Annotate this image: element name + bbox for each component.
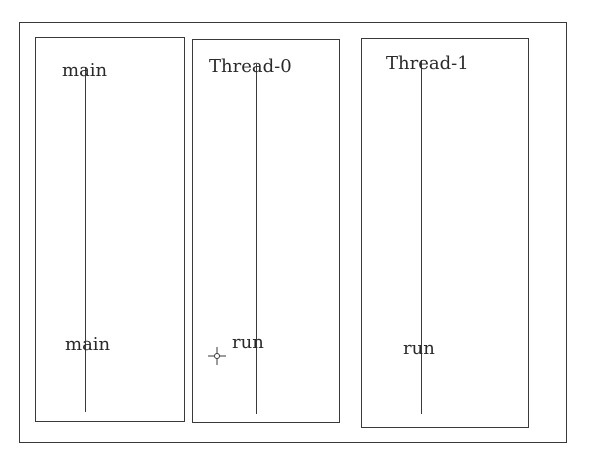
method-label-main: main (65, 334, 111, 355)
thread-title-thread-0: Thread-0 (209, 56, 292, 77)
thread-panel-main (35, 37, 185, 422)
crosshair-icon (208, 347, 226, 365)
method-label-thread-0: run (232, 332, 264, 353)
thread-title-thread-1: Thread-1 (386, 53, 469, 74)
lifeline-thread-0 (256, 64, 257, 414)
lifeline-thread-1 (421, 60, 422, 414)
outer-frame (19, 22, 567, 443)
thread-title-main: main (62, 60, 108, 81)
method-label-thread-1: run (403, 338, 435, 359)
thread-panel-thread-1 (361, 38, 529, 428)
lifeline-main (85, 67, 86, 412)
